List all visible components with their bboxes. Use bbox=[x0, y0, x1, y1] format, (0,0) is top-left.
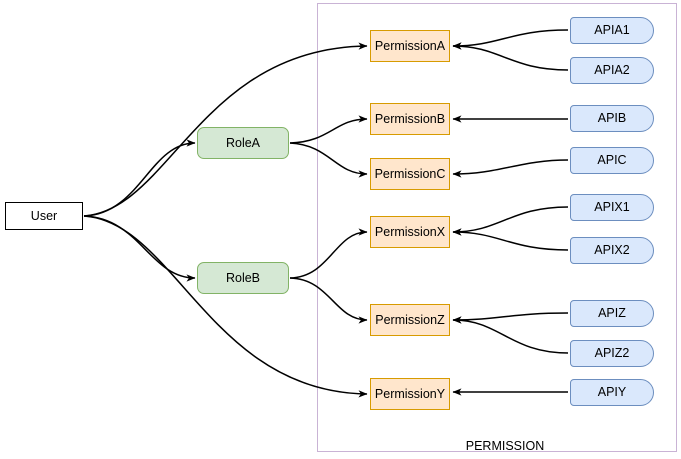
node-apiz2[interactable]: APIZ2 bbox=[570, 340, 654, 367]
node-permissiona-label: PermissionA bbox=[374, 38, 446, 53]
node-permissionz[interactable]: PermissionZ bbox=[370, 304, 450, 336]
node-apia1-label: APIA1 bbox=[594, 23, 630, 38]
node-rolea-label: RoleA bbox=[225, 135, 261, 150]
node-permissionb-label: PermissionB bbox=[374, 111, 446, 126]
node-apix2-label: APIX2 bbox=[594, 243, 630, 258]
node-user[interactable]: User bbox=[5, 202, 83, 230]
node-rolea[interactable]: RoleA bbox=[197, 127, 289, 159]
node-apiz[interactable]: APIZ bbox=[570, 300, 654, 327]
node-apix1[interactable]: APIX1 bbox=[570, 194, 654, 221]
node-user-label: User bbox=[30, 208, 58, 223]
node-apib[interactable]: APIB bbox=[570, 105, 654, 132]
node-apia2-label: APIA2 bbox=[594, 63, 630, 78]
node-apix2[interactable]: APIX2 bbox=[570, 237, 654, 264]
node-permissionx[interactable]: PermissionX bbox=[370, 216, 450, 248]
node-permissiony-label: PermissionY bbox=[374, 386, 446, 401]
edge-user-to-rolea bbox=[83, 139, 196, 217]
node-apic[interactable]: APIC bbox=[570, 147, 654, 174]
node-permissionc[interactable]: PermissionC bbox=[370, 158, 450, 190]
node-permissionx-label: PermissionX bbox=[374, 224, 446, 239]
permission-container-label: PERMISSION bbox=[465, 439, 545, 453]
node-apib-label: APIB bbox=[597, 111, 627, 126]
node-permissionc-label: PermissionC bbox=[374, 166, 446, 181]
edge-user-to-roleb bbox=[83, 215, 196, 282]
node-permissionz-label: PermissionZ bbox=[375, 312, 445, 327]
node-apix1-label: APIX1 bbox=[594, 200, 630, 215]
node-permissiony[interactable]: PermissionY bbox=[370, 378, 450, 410]
node-apiz-label: APIZ bbox=[598, 306, 626, 321]
node-apiy[interactable]: APIY bbox=[570, 379, 654, 406]
node-apiy-label: APIY bbox=[597, 385, 627, 400]
node-roleb[interactable]: RoleB bbox=[197, 262, 289, 294]
node-roleb-label: RoleB bbox=[225, 270, 261, 285]
node-apia1[interactable]: APIA1 bbox=[570, 17, 654, 44]
node-permissiona[interactable]: PermissionA bbox=[370, 30, 450, 62]
node-permissionb[interactable]: PermissionB bbox=[370, 103, 450, 135]
node-apia2[interactable]: APIA2 bbox=[570, 57, 654, 84]
node-apiz2-label: APIZ2 bbox=[594, 346, 630, 361]
node-apic-label: APIC bbox=[597, 153, 627, 168]
